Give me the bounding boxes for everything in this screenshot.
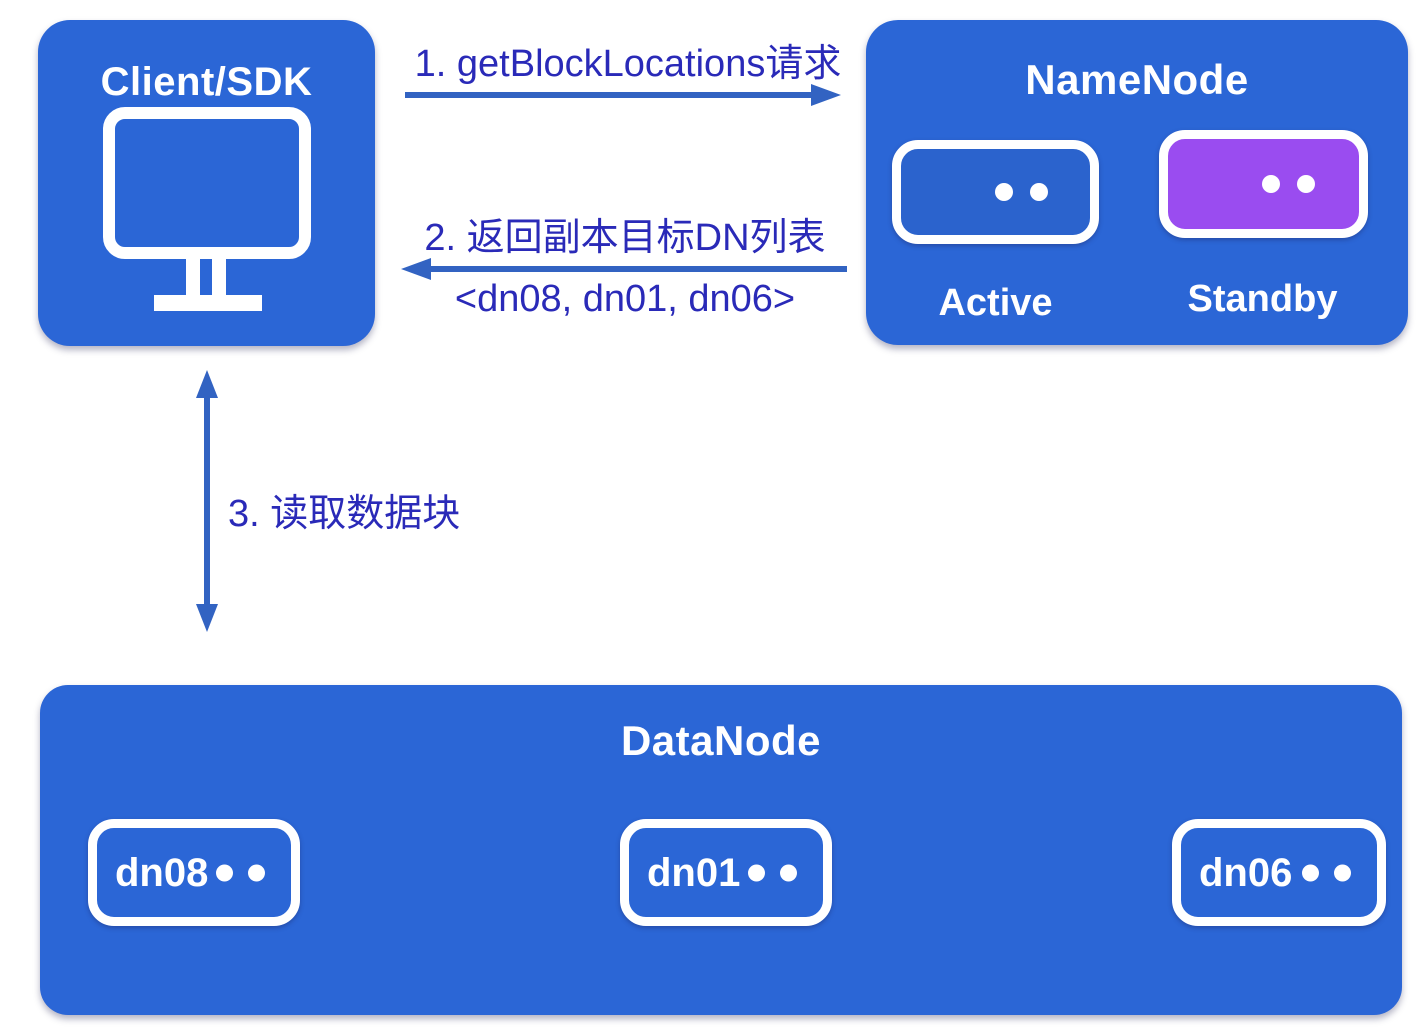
active-namenode-icon bbox=[892, 140, 1099, 244]
dn06-label: dn06 bbox=[1199, 850, 1293, 895]
active-label: Active bbox=[938, 282, 1053, 324]
step2-label-line1: 2. 返回副本目标DN列表 bbox=[424, 217, 826, 259]
indicator-dot bbox=[748, 864, 765, 881]
arrow-vertical-icon bbox=[196, 370, 218, 632]
client-sdk-box: Client/SDK bbox=[38, 20, 375, 346]
arrow-right-icon bbox=[405, 84, 841, 106]
indicator-dots bbox=[748, 864, 797, 881]
datanode-box: DataNode dn08 dn01 dn06 bbox=[40, 685, 1402, 1015]
standby-namenode-icon bbox=[1159, 130, 1368, 238]
datanode-dn08-icon: dn08 bbox=[88, 819, 300, 926]
namenode-title: NameNode bbox=[1025, 56, 1249, 103]
indicator-dot bbox=[995, 183, 1013, 201]
indicator-dot bbox=[1334, 864, 1351, 881]
indicator-dot bbox=[1302, 864, 1319, 881]
arrow-left-icon bbox=[401, 258, 847, 280]
dn01-label: dn01 bbox=[647, 850, 741, 895]
namenode-box: NameNode Active Standby bbox=[866, 20, 1408, 345]
indicator-dot bbox=[1297, 175, 1315, 193]
indicator-dots bbox=[1302, 864, 1351, 881]
dn08-label: dn08 bbox=[115, 850, 209, 895]
datanode-dn06-icon: dn06 bbox=[1172, 819, 1386, 926]
indicator-dot bbox=[780, 864, 797, 881]
indicator-dots bbox=[216, 864, 265, 881]
indicator-dots bbox=[1262, 175, 1315, 193]
client-sdk-title: Client/SDK bbox=[100, 60, 313, 104]
datanode-title: DataNode bbox=[620, 717, 822, 764]
standby-label: Standby bbox=[1187, 278, 1338, 320]
indicator-dot bbox=[216, 864, 233, 881]
step2-label-line2: <dn08, dn01, dn06> bbox=[454, 278, 796, 320]
datanode-dn01-icon: dn01 bbox=[620, 819, 832, 926]
monitor-icon bbox=[103, 107, 311, 311]
step1-label: 1. getBlockLocations请求 bbox=[414, 43, 842, 85]
indicator-dot bbox=[1030, 183, 1048, 201]
indicator-dot bbox=[248, 864, 265, 881]
indicator-dots bbox=[995, 183, 1048, 201]
indicator-dot bbox=[1262, 175, 1280, 193]
step3-label: 3. 读取数据块 bbox=[228, 493, 461, 535]
